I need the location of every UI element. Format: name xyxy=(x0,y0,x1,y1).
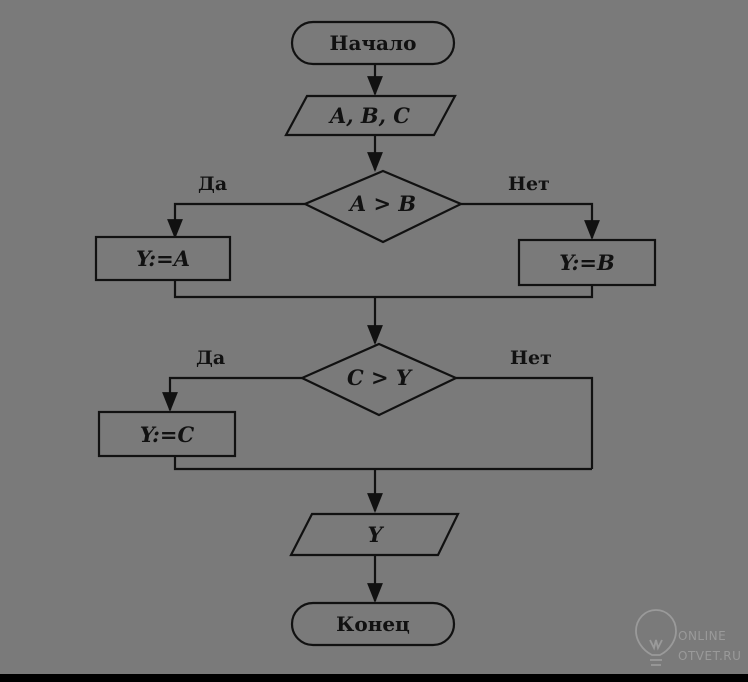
watermark-line1: ONLINE xyxy=(678,629,726,643)
assign-b-block xyxy=(517,238,657,287)
bottom-border xyxy=(0,674,748,682)
arrow-decision2-yes xyxy=(162,376,302,412)
merge-line-1 xyxy=(173,280,594,299)
arrow-decision1-no xyxy=(461,202,600,240)
decision1-no-label: Нет xyxy=(508,173,550,195)
decision2-no-label: Нет xyxy=(510,347,552,369)
output-block xyxy=(289,512,460,557)
decision1-label: A > B xyxy=(348,191,416,216)
decision2-yes-label: Да xyxy=(196,347,225,369)
end-terminator xyxy=(290,601,456,647)
decision2-diamond xyxy=(299,342,459,417)
start-label: Начало xyxy=(330,31,417,55)
decision1-diamond xyxy=(302,169,464,244)
watermark: ONLINE OTVET.RU xyxy=(635,609,741,666)
merge-line-2 xyxy=(173,456,592,471)
assign-b-label: Y:=B xyxy=(559,250,615,275)
assign-c-label: Y:=C xyxy=(140,422,195,447)
decision2-label: C > Y xyxy=(347,365,413,390)
input-block xyxy=(284,94,457,137)
line-decision2-no xyxy=(456,376,594,469)
lightbulb-icon xyxy=(635,609,677,666)
assign-a-block xyxy=(94,235,232,282)
assign-a-label: Y:=A xyxy=(136,246,190,271)
watermark-line2: OTVET.RU xyxy=(678,649,741,663)
start-terminator xyxy=(290,20,456,66)
input-label: A, B, C xyxy=(328,103,410,128)
output-label: Y xyxy=(368,522,385,547)
end-label: Конец xyxy=(336,612,410,636)
assign-c-block xyxy=(97,410,237,458)
decision1-yes-label: Да xyxy=(198,173,227,195)
arrow-decision1-yes xyxy=(167,202,305,239)
